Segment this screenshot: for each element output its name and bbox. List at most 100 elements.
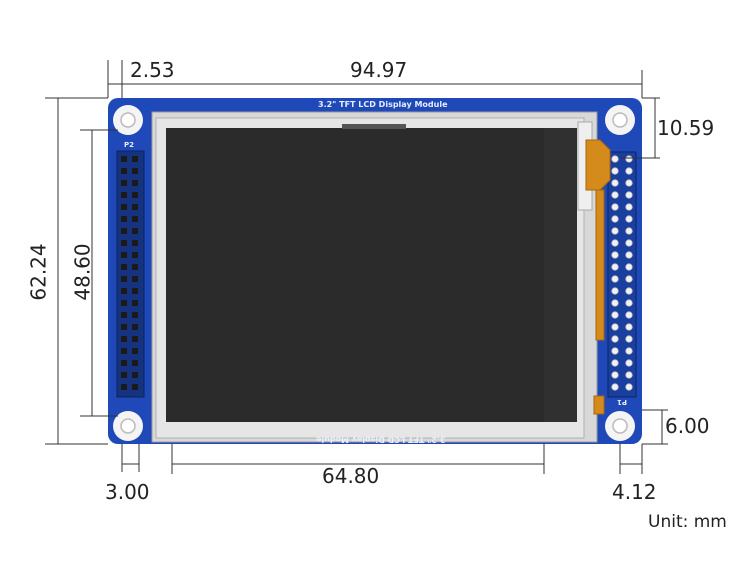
header-pin bbox=[132, 324, 138, 330]
header-hole bbox=[611, 215, 619, 223]
right-header-pins bbox=[611, 155, 633, 391]
header-hole bbox=[625, 299, 633, 307]
header-hole bbox=[625, 335, 633, 343]
header-pin bbox=[132, 228, 138, 234]
header-pin bbox=[132, 168, 138, 174]
header-pin bbox=[121, 360, 127, 366]
header-hole bbox=[625, 323, 633, 331]
header-pin bbox=[132, 348, 138, 354]
header-hole bbox=[611, 263, 619, 271]
header-hole bbox=[611, 275, 619, 283]
header-hole bbox=[625, 311, 633, 319]
header-hole bbox=[611, 227, 619, 235]
header-hole bbox=[625, 215, 633, 223]
header-pin bbox=[132, 264, 138, 270]
header-hole bbox=[611, 203, 619, 211]
header-pin bbox=[132, 204, 138, 210]
header-pin bbox=[121, 204, 127, 210]
header-hole bbox=[625, 203, 633, 211]
header-hole bbox=[625, 383, 633, 391]
header-hole bbox=[625, 227, 633, 235]
header-pin bbox=[121, 324, 127, 330]
header-hole bbox=[625, 191, 633, 199]
header-pin bbox=[121, 372, 127, 378]
header-hole bbox=[625, 359, 633, 367]
header-pin bbox=[121, 264, 127, 270]
header-hole bbox=[611, 251, 619, 259]
dim-bottom-center: 64.80 bbox=[322, 464, 380, 488]
header-pin bbox=[121, 216, 127, 222]
left-header-pins bbox=[121, 156, 138, 390]
header-hole bbox=[625, 371, 633, 379]
dim-left-inner: 48.60 bbox=[70, 243, 95, 301]
header-pin bbox=[132, 372, 138, 378]
dim-left-outer: 62.24 bbox=[26, 243, 51, 301]
header-pin bbox=[132, 240, 138, 246]
header-hole bbox=[611, 383, 619, 391]
header-hole bbox=[625, 287, 633, 295]
header-pin bbox=[121, 384, 127, 390]
dim-top-width: 94.97 bbox=[350, 58, 408, 82]
header-hole bbox=[611, 323, 619, 331]
header-hole bbox=[625, 179, 633, 187]
header-hole bbox=[625, 239, 633, 247]
header-hole bbox=[611, 191, 619, 199]
dim-bottom-left: 3.00 bbox=[105, 480, 150, 504]
header-pin bbox=[132, 384, 138, 390]
dim-right-bottom: 6.00 bbox=[665, 414, 710, 438]
header-hole bbox=[625, 251, 633, 259]
header-pin bbox=[132, 276, 138, 282]
header-pin bbox=[121, 156, 127, 162]
right-header-label: P1 bbox=[617, 398, 628, 406]
mounting-hole-bottom-right bbox=[605, 411, 635, 441]
header-pin bbox=[121, 240, 127, 246]
lcd-edge-strip bbox=[544, 128, 577, 422]
lcd-label-strip bbox=[342, 124, 406, 129]
header-hole bbox=[611, 179, 619, 187]
header-pin bbox=[121, 228, 127, 234]
header-pin bbox=[121, 312, 127, 318]
header-pin bbox=[121, 192, 127, 198]
header-pin bbox=[132, 312, 138, 318]
lcd-active-area bbox=[166, 128, 577, 422]
header-pin bbox=[132, 180, 138, 186]
touch-flex-cable bbox=[577, 121, 611, 415]
board-title-bottom: 3.2" TFT LCD Display Module bbox=[316, 435, 446, 444]
header-pin bbox=[132, 336, 138, 342]
header-pin bbox=[132, 252, 138, 258]
right-header bbox=[607, 151, 637, 398]
header-hole bbox=[611, 299, 619, 307]
header-hole bbox=[625, 155, 633, 163]
board-title-top: 3.2" TFT LCD Display Module bbox=[318, 100, 448, 109]
header-hole bbox=[625, 167, 633, 175]
header-pin bbox=[121, 336, 127, 342]
header-hole bbox=[625, 275, 633, 283]
header-pin bbox=[121, 288, 127, 294]
header-pin bbox=[121, 168, 127, 174]
header-hole bbox=[611, 311, 619, 319]
header-hole bbox=[611, 347, 619, 355]
header-pin bbox=[121, 180, 127, 186]
header-hole bbox=[611, 239, 619, 247]
unit-label: Unit: mm bbox=[648, 512, 727, 532]
header-hole bbox=[611, 155, 619, 163]
header-pin bbox=[132, 192, 138, 198]
dim-bottom-right: 4.12 bbox=[612, 480, 657, 504]
header-pin bbox=[121, 348, 127, 354]
header-pin bbox=[132, 360, 138, 366]
dim-top-left: 2.53 bbox=[130, 58, 175, 82]
header-pin bbox=[121, 276, 127, 282]
header-pin bbox=[121, 300, 127, 306]
left-header-label: P2 bbox=[124, 141, 135, 149]
dimension-lines bbox=[45, 60, 668, 474]
header-hole bbox=[611, 287, 619, 295]
header-hole bbox=[611, 167, 619, 175]
header-hole bbox=[611, 335, 619, 343]
mounting-hole-bottom-left bbox=[113, 411, 143, 441]
mounting-hole-top-right bbox=[605, 105, 635, 135]
header-hole bbox=[625, 347, 633, 355]
header-pin bbox=[132, 156, 138, 162]
header-pin bbox=[132, 300, 138, 306]
